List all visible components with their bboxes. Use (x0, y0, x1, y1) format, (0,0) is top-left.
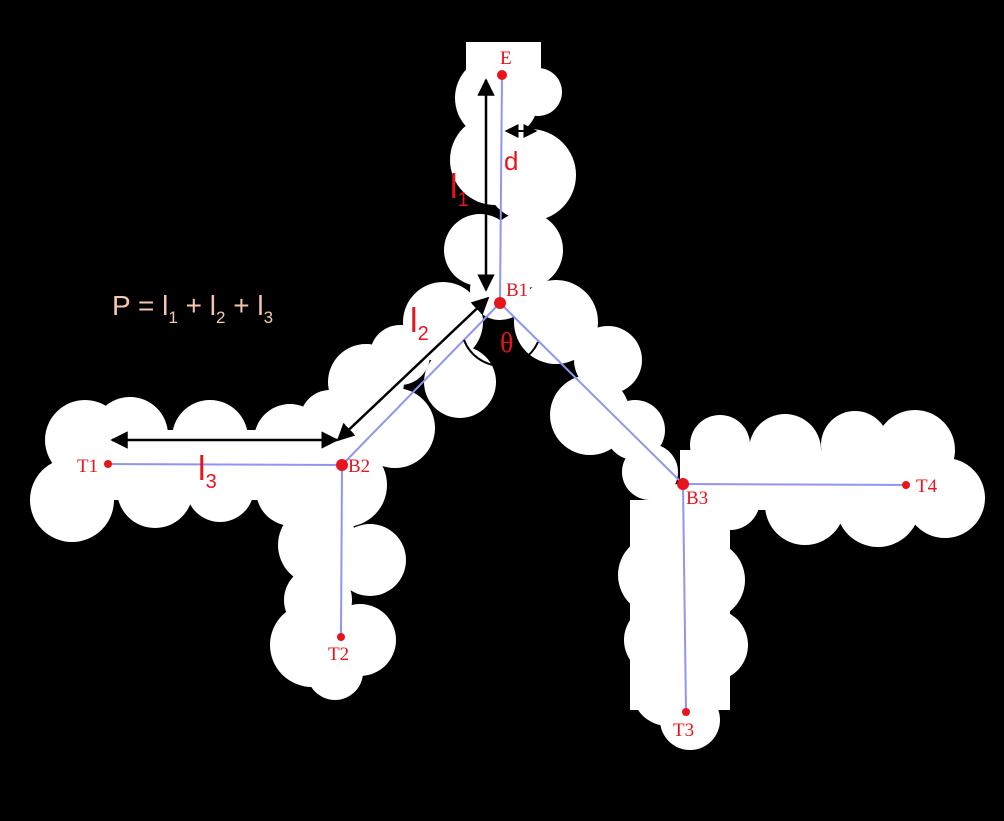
l3-label: l3 (198, 450, 217, 493)
label-b3: B3 (686, 488, 708, 509)
theta-label: θ (500, 328, 513, 359)
skeleton-edge-b2-t1 (107, 463, 343, 466)
label-b1: B1 (506, 280, 528, 301)
graph-nodes (104, 70, 910, 716)
label-t2: T2 (328, 644, 349, 665)
label-t4: T4 (916, 476, 938, 497)
node-e (497, 70, 507, 80)
measurement-arrows (110, 78, 539, 449)
node-b1 (494, 297, 506, 309)
node-t2 (337, 633, 345, 641)
label-b2: B2 (348, 456, 370, 477)
node-t3 (682, 708, 690, 716)
node-labels: E B1 B2 B3 T1 T2 T3 T4 (77, 48, 938, 741)
l2-arrow (336, 296, 490, 442)
skeleton-edge-b1-b3 (499, 302, 684, 485)
label-t3: T3 (673, 720, 694, 741)
l2-label: l2 (410, 302, 429, 345)
l1-label: l1 (450, 168, 469, 211)
d-label: d (504, 146, 518, 176)
node-t1 (104, 460, 112, 468)
node-b2 (336, 459, 348, 471)
label-t1: T1 (77, 456, 98, 477)
measurement-labels: l1 l2 l3 d θ (198, 146, 518, 493)
theta-arc (463, 339, 539, 367)
skeleton-edge-b3-t4 (682, 483, 907, 486)
skeleton-edge-b3-t3 (682, 483, 687, 713)
skeleton-edge-b2-t2 (340, 464, 343, 638)
node-t4 (902, 481, 910, 489)
skeleton-edge-e-b1 (499, 74, 503, 304)
node-b3 (677, 478, 689, 490)
label-e: E (500, 48, 512, 69)
perimeter-formula: P = l1 + l2 + l3 (112, 290, 273, 327)
